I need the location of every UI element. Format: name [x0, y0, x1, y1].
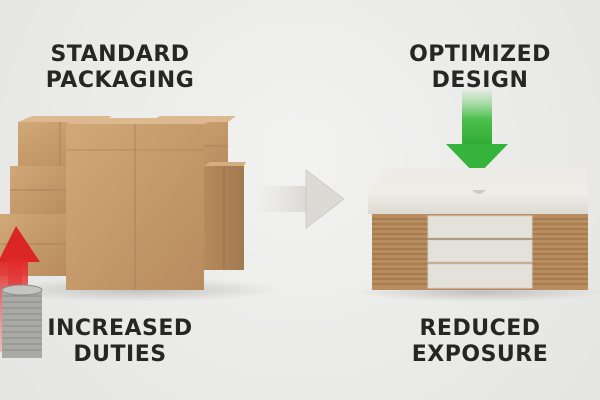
label-line: STANDARD — [50, 42, 190, 67]
green-down-arrow-icon — [446, 90, 508, 176]
cardboard-box-stack — [0, 116, 246, 290]
white-insert — [427, 239, 533, 263]
label-line: PACKAGING — [45, 68, 195, 93]
label-line: INCREASED — [47, 316, 193, 341]
finger-notch — [472, 190, 486, 194]
cardboard-box — [10, 166, 68, 216]
box-lid-front — [368, 190, 588, 214]
reduced-exposure-label: REDUCED EXPOSURE — [380, 316, 580, 368]
optimized-design-label: OPTIMIZED DESIGN — [380, 42, 580, 94]
standard-packaging-label: STANDARD PACKAGING — [30, 42, 210, 94]
label-line: DESIGN — [431, 68, 529, 93]
white-insert — [427, 215, 533, 239]
label-line: REDUCED — [419, 316, 541, 341]
label-line: DUTIES — [73, 342, 167, 367]
label-line: EXPOSURE — [411, 342, 549, 367]
coin-stack-icon — [1, 284, 43, 358]
flat-box-stack — [368, 168, 588, 290]
increased-duties-label: INCREASED DUTIES — [30, 316, 210, 368]
white-insert — [427, 263, 533, 289]
transition-arrow-icon — [258, 168, 345, 230]
box-lid-top — [368, 168, 588, 190]
cardboard-box-large — [66, 118, 214, 290]
cardboard-box — [204, 162, 246, 270]
label-line: OPTIMIZED — [409, 42, 551, 67]
